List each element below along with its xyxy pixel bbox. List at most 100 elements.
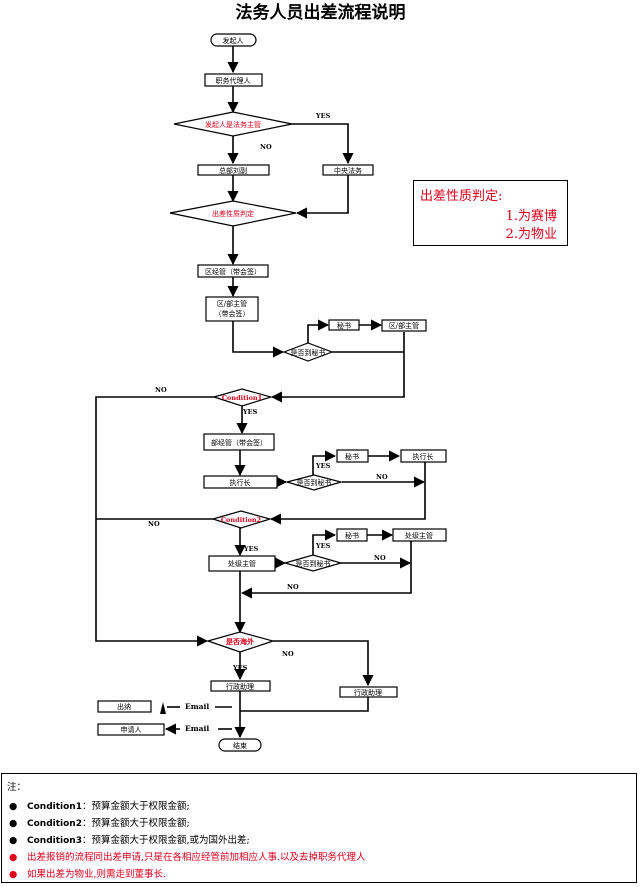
- svg-text:申请人: 申请人: [121, 725, 142, 734]
- svg-text:发起人: 发起人: [223, 36, 244, 45]
- note-item: ● 出差报销的流程同出差申请,只是在各相应经管前加相应人事.以及去掉职务代理人: [9, 849, 366, 866]
- label-yes-legal: YES: [315, 112, 331, 120]
- note-text: 出差报销的流程同出差申请,只是在各相应经管前加相应人事.以及去掉职务代理人: [27, 852, 366, 863]
- bullet-icon: ●: [9, 852, 18, 863]
- node-secretary-3: 秘书: [336, 528, 368, 542]
- svg-text:处级主管: 处级主管: [405, 531, 433, 540]
- node-start: 发起人: [210, 33, 257, 47]
- svg-text:秘书: 秘书: [345, 531, 359, 540]
- label-email-applicant: Email: [185, 724, 209, 733]
- svg-text:行政助理: 行政助理: [226, 682, 254, 691]
- decision-secretary-3: 是否到秘书: [282, 554, 344, 572]
- node-secretary-1: 秘书: [328, 319, 360, 331]
- svg-text:是否到秘书: 是否到秘书: [291, 348, 326, 357]
- node-admin-asst-2: 行政助理: [339, 686, 398, 698]
- note-label: Condition1: [27, 802, 82, 812]
- svg-text:区经管（带会签）: 区经管（带会签）: [205, 267, 261, 276]
- label-no-condition2: NO: [148, 520, 160, 528]
- bullet-icon: ●: [9, 869, 18, 880]
- label-no-legal: NO: [260, 143, 272, 151]
- label-no-condition1: NO: [155, 386, 167, 394]
- svg-text:出纳: 出纳: [117, 702, 131, 711]
- svg-text:是否海外: 是否海外: [225, 637, 254, 646]
- note-text: 如果出差为物业,则需走到董事长.: [27, 869, 167, 880]
- label-no-return3: NO: [287, 583, 299, 591]
- label-yes-overseas: YES: [232, 664, 248, 672]
- node-region-mgr: 区经管（带会签）: [197, 264, 269, 278]
- decision-legal-head: 发起人是法务主管: [173, 111, 293, 137]
- bullet-icon: ●: [9, 818, 18, 829]
- node-region-head: 区/部主管 （带会签）: [205, 296, 259, 322]
- note-text: ：预算金额大于权限金额;: [81, 801, 190, 812]
- node-hq-head: 总部刘副: [197, 164, 270, 176]
- note-item: ● Condition2：预算金额大于权限金额;: [9, 815, 366, 832]
- decision-secretary-1: 是否到秘书: [282, 342, 334, 362]
- svg-text:执行长: 执行长: [230, 478, 251, 487]
- note-item: ● Condition1：预算金额大于权限金额;: [9, 798, 366, 815]
- label-yes-condition2: YES: [243, 545, 259, 553]
- svg-text:（带会签）: （带会签）: [215, 309, 250, 318]
- svg-text:是否到秘书: 是否到秘书: [297, 478, 332, 487]
- label-no-secretary3: NO: [374, 554, 386, 562]
- flowchart: 发起人 职务代理人 发起人是法务主管 总部刘副 中央法务 出差性质判定 区经管（…: [95, 33, 447, 752]
- svg-text:秘书: 秘书: [337, 321, 351, 330]
- svg-text:中央法务: 中央法务: [334, 166, 362, 175]
- nature-option-2: 2.为物业: [505, 227, 557, 242]
- svg-text:执行长: 执行长: [413, 452, 434, 461]
- note-label: Condition3: [27, 836, 82, 846]
- node-central-legal: 中央法务: [322, 164, 374, 176]
- decision-overseas: 是否海外: [205, 631, 276, 653]
- svg-text:行政助理: 行政助理: [354, 688, 382, 697]
- note-item: ● Condition3：预算金额大于权限金额,或为国外出差;: [9, 832, 366, 849]
- svg-text:Condition1: Condition1: [222, 394, 262, 402]
- svg-text:总部刘副: 总部刘副: [219, 166, 247, 175]
- notes-box: 注： ●Condition1：预算金额大于权限金额; ●Condition2：预…: [1, 773, 637, 883]
- node-applicant: 申请人: [97, 723, 165, 736]
- edge-labels: YES NO NO YES YES NO NO YES YES NO NO NO…: [148, 112, 388, 733]
- note-text: ：预算金额大于权限金额,或为国外出差;: [81, 835, 250, 846]
- notes-heading: 注：: [7, 782, 27, 793]
- label-yes-condition1: YES: [242, 408, 258, 416]
- node-dept-mgr: 部经管（带会签）: [203, 433, 275, 451]
- node-end: 结束: [218, 738, 262, 752]
- node-cashier: 出纳: [97, 700, 152, 713]
- node-region-head-2: 区/部主管: [381, 319, 427, 332]
- note-text: ：预算金额大于权限金额;: [81, 818, 190, 829]
- label-no-overseas: NO: [282, 650, 294, 658]
- note-item: ● 如果出差为物业,则需走到董事长.: [9, 866, 366, 883]
- nature-box-title: 出差性质判定:: [420, 189, 503, 204]
- svg-text:区/部主管: 区/部主管: [389, 321, 419, 330]
- email-arrow-head-icon: [160, 702, 166, 714]
- decision-condition-2: Condition2: [210, 510, 273, 529]
- connectors: [95, 46, 426, 739]
- node-office-head: 处级主管: [208, 555, 276, 572]
- svg-text:是否到秘书: 是否到秘书: [296, 559, 331, 568]
- svg-text:出差性质判定: 出差性质判定: [212, 209, 254, 218]
- note-label: Condition2: [27, 819, 82, 829]
- label-yes-secretary3: YES: [315, 542, 331, 550]
- svg-text:职务代理人: 职务代理人: [216, 76, 251, 85]
- label-no-secretary2: NO: [376, 473, 388, 481]
- svg-text:Condition2: Condition2: [221, 516, 261, 524]
- notes-list: ●Condition1：预算金额大于权限金额; ●Condition2：预算金额…: [9, 798, 366, 883]
- node-admin-asst: 行政助理: [210, 680, 271, 692]
- label-email-cashier: Email: [185, 702, 209, 711]
- svg-text:区/部主管: 区/部主管: [217, 299, 247, 308]
- node-exec: 执行长: [203, 475, 278, 489]
- svg-text:处级主管: 处级主管: [228, 559, 256, 568]
- page-title: 法务人员出差流程说明: [235, 3, 406, 23]
- svg-text:秘书: 秘书: [345, 452, 359, 461]
- bullet-icon: ●: [9, 801, 18, 812]
- svg-text:部经管（带会签）: 部经管（带会签）: [211, 438, 267, 447]
- node-exec-2: 执行长: [400, 449, 447, 463]
- node-secretary-2: 秘书: [336, 449, 369, 463]
- decision-secretary-2: 是否到秘书: [284, 474, 344, 491]
- label-yes-secretary2: YES: [315, 462, 331, 470]
- nature-judgment-box: 出差性质判定: 1.为赛博 2.为物业: [413, 180, 568, 246]
- svg-text:结束: 结束: [233, 741, 247, 750]
- node-agent: 职务代理人: [204, 73, 263, 87]
- nature-option-1: 1.为赛博: [505, 209, 557, 224]
- node-office-head-2: 处级主管: [392, 528, 447, 542]
- bullet-icon: ●: [9, 835, 18, 846]
- decision-condition-1: Condition1: [211, 388, 274, 407]
